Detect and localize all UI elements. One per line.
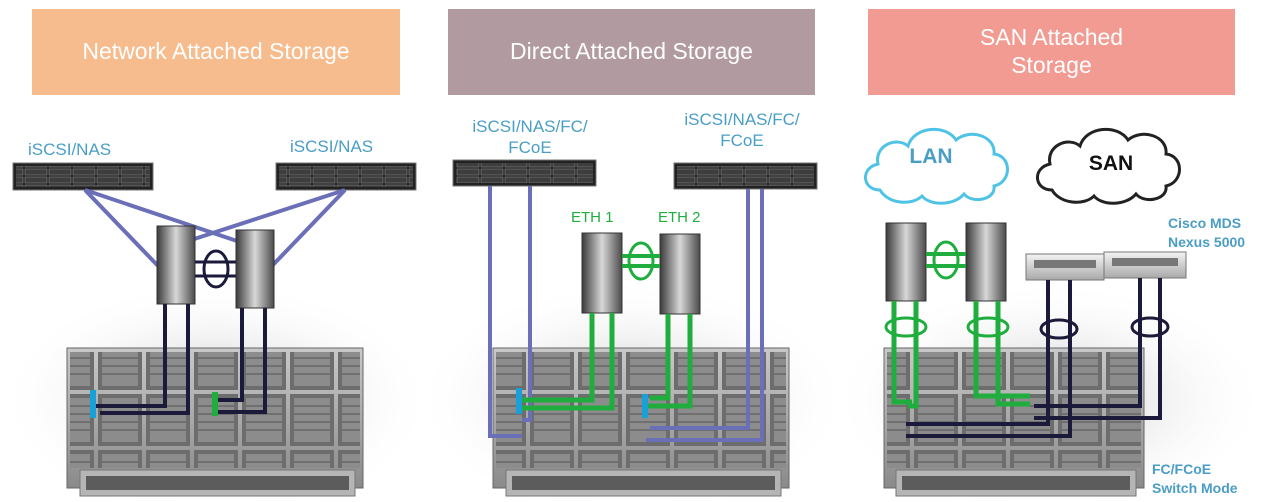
switch-mode-label: FC/FCoE Switch Mode [1152,460,1238,498]
das-switch-eth1 [581,232,623,314]
san-eth-bundle-right [966,316,1010,338]
san-blade-chassis [883,347,1145,497]
das-nic-left [516,388,522,414]
san-switch-left [885,222,927,302]
das-left-array-label-line1: iSCSI/NAS/FC/ [472,117,588,136]
san-title-line2: Storage [1011,52,1092,78]
san-eth-bundle-left [884,316,928,338]
das-port-channel [622,241,660,281]
nas-blade-chassis [66,347,364,497]
san-panel [864,127,1187,497]
nas-switch-right [235,229,275,309]
san-header: SAN Attached Storage [868,9,1235,95]
switch-mode-label-line2: Switch Mode [1152,480,1238,496]
switch-mode-label-line1: FC/FCoE [1152,461,1212,477]
nas-storage-array-right [275,162,417,191]
san-cloud-icon [1036,127,1181,205]
nas-switch-left [156,225,196,305]
cisco-mds-label-line2: Nexus 5000 [1168,234,1246,250]
das-right-array-label-line2: FCoE [720,131,764,150]
san-mds-switch-right [1103,251,1187,279]
das-right-array-label-line1: iSCSI/NAS/FC/ [684,110,800,129]
das-eth-links [520,313,693,411]
nas-storage-array-left [12,162,154,191]
san-title-line1: SAN Attached [979,24,1124,51]
san-mds-switch-left [1025,253,1105,281]
san-fc-bundle-left [1039,318,1079,340]
das-left-array-label-line2: FCoE [508,138,552,157]
san-switch-right [965,222,1007,302]
das-storage-array-right [673,162,818,190]
eth1-label: ETH 1 [571,209,614,226]
das-panel [452,159,818,497]
nas-header: Network Attached Storage [32,9,400,95]
das-switch-eth2 [659,233,701,315]
nas-nic-left [90,390,96,418]
das-left-array-label: iSCSI/NAS/FC/ FCoE [450,116,610,158]
das-title: Direct Attached Storage [510,38,753,65]
nas-right-array-label: iSCSI/NAS [290,137,374,156]
das-storage-links [488,186,764,442]
nas-left-array-label: iSCSI/NAS [28,140,112,159]
san-fc-bundle-right [1130,316,1170,338]
san-eth-port-channel [926,240,966,280]
nas-uplinks [95,304,267,415]
san-cloud-label: SAN [1088,152,1134,175]
eth2-label: ETH 2 [658,209,701,226]
cisco-mds-label-line1: Cisco MDS [1168,215,1242,231]
lan-cloud-label: LAN [909,145,953,168]
nas-port-channel [195,249,236,289]
nas-storage-links [83,188,347,270]
das-blade-chassis [492,347,790,497]
nas-panel [12,162,417,497]
das-header: Direct Attached Storage [448,9,815,95]
das-storage-array-left [452,159,597,187]
cisco-mds-label: Cisco MDS Nexus 5000 [1168,214,1245,252]
das-nic-right [642,394,648,418]
das-right-array-label: iSCSI/NAS/FC/ FCoE [662,109,822,151]
nas-title: Network Attached Storage [82,38,350,65]
lan-cloud-icon [864,127,1009,205]
nas-nic-right [212,392,218,416]
